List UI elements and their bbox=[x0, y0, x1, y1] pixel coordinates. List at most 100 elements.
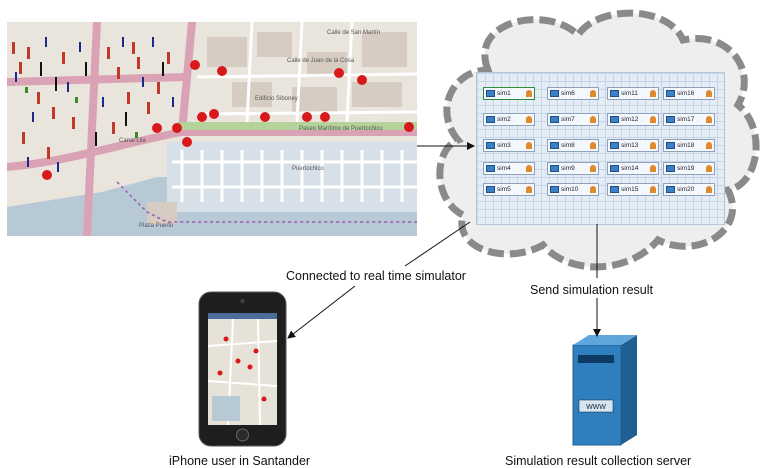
server-drive-slot bbox=[578, 355, 614, 363]
label-server: Simulation result collection server bbox=[505, 454, 692, 468]
monitor-icon bbox=[550, 165, 559, 172]
monitor-icon bbox=[610, 186, 619, 193]
user-icon bbox=[650, 116, 656, 123]
simulator-instance: sim9 bbox=[547, 162, 599, 175]
map-place-label-3: Plaza Puerto bbox=[139, 223, 174, 229]
user-icon bbox=[706, 142, 712, 149]
monitor-icon bbox=[610, 90, 619, 97]
monitor-icon bbox=[550, 186, 559, 193]
simulator-label: sim20 bbox=[677, 186, 695, 193]
phone-car-markers bbox=[217, 336, 267, 402]
simulator-instance: sim13 bbox=[607, 139, 659, 152]
monitor-icon bbox=[486, 116, 495, 123]
building-blocks bbox=[147, 32, 407, 224]
user-icon bbox=[706, 90, 712, 97]
user-icon bbox=[590, 142, 596, 149]
user-icon bbox=[650, 186, 656, 193]
map-place-label-2: Canal Lila bbox=[119, 138, 146, 144]
car-markers bbox=[42, 60, 414, 180]
monitor-icon bbox=[610, 165, 619, 172]
simulator-instance: sim2 bbox=[483, 113, 535, 126]
monitor-icon bbox=[666, 116, 675, 123]
iphone-device bbox=[198, 291, 287, 447]
monitor-icon bbox=[486, 186, 495, 193]
simulator-label: sim13 bbox=[621, 142, 639, 149]
simulator-instance: sim3 bbox=[483, 139, 535, 152]
line-cloud-to-label bbox=[404, 221, 471, 267]
monitor-icon bbox=[550, 116, 559, 123]
user-icon bbox=[590, 116, 596, 123]
simulator-instance: sim15 bbox=[607, 183, 659, 196]
server-side bbox=[621, 335, 637, 445]
user-icon bbox=[590, 165, 596, 172]
user-icon bbox=[526, 186, 532, 193]
map-street-label-2: Paseo Marítimo de Puertochico bbox=[299, 126, 383, 132]
simulator-instance: sim5 bbox=[483, 183, 535, 196]
simulator-label: sim9 bbox=[561, 165, 575, 172]
server-screen bbox=[578, 399, 614, 413]
port-area bbox=[167, 142, 417, 212]
simulator-label: sim5 bbox=[497, 186, 511, 193]
user-icon bbox=[706, 116, 712, 123]
phone-home-button bbox=[236, 428, 249, 442]
map-place-label: Edificio Siboney bbox=[255, 96, 298, 102]
simulator-label: sim15 bbox=[621, 186, 639, 193]
simulator-label: sim18 bbox=[677, 142, 695, 149]
user-icon bbox=[526, 116, 532, 123]
phone-camera bbox=[240, 299, 245, 303]
park-strip bbox=[177, 122, 417, 130]
monitor-icon bbox=[610, 116, 619, 123]
minor-streets bbox=[196, 22, 417, 123]
simulator-instance: sim7 bbox=[547, 113, 599, 126]
monitor-icon bbox=[486, 142, 495, 149]
user-icon bbox=[590, 90, 596, 97]
simulator-instance: sim20 bbox=[663, 183, 715, 196]
monitor-icon bbox=[550, 142, 559, 149]
simulator-instance: sim4 bbox=[483, 162, 535, 175]
simulator-label: sim11 bbox=[621, 90, 638, 97]
pier-lines bbox=[172, 150, 417, 202]
monitor-icon bbox=[486, 165, 495, 172]
simulator-grid-panel: sim1 sim2 sim3 sim4 sim5 sim6 sim7 sim8 sim9 sim1… bbox=[476, 72, 725, 225]
simulator-label: sim17 bbox=[677, 116, 695, 123]
simulator-label: sim10 bbox=[561, 186, 579, 193]
simulator-instance: sim8 bbox=[547, 139, 599, 152]
collection-server: WWW bbox=[571, 333, 643, 447]
user-icon bbox=[526, 90, 532, 97]
simulator-label: sim4 bbox=[497, 165, 511, 172]
map-canvas: Calle de Juan de la Cosa Paseo Marítimo … bbox=[7, 22, 417, 236]
monitor-icon bbox=[486, 90, 495, 97]
simulator-label: sim16 bbox=[677, 90, 695, 97]
user-icon bbox=[706, 186, 712, 193]
simulator-label: sim6 bbox=[561, 90, 575, 97]
simulator-label: sim7 bbox=[561, 116, 575, 123]
simulator-label: sim1 bbox=[497, 90, 511, 97]
user-icon bbox=[590, 186, 596, 193]
simulator-label: sim8 bbox=[561, 142, 575, 149]
santander-map: Calle de Juan de la Cosa Paseo Marítimo … bbox=[7, 22, 417, 236]
simulator-label: sim14 bbox=[621, 165, 639, 172]
main-roads bbox=[7, 22, 417, 236]
map-street-label: Calle de Juan de la Cosa bbox=[287, 58, 355, 64]
simulator-instance: sim10 bbox=[547, 183, 599, 196]
server-top bbox=[573, 335, 637, 345]
simulator-instance: sim14 bbox=[607, 162, 659, 175]
user-icon bbox=[650, 142, 656, 149]
simulator-instance: sim18 bbox=[663, 139, 715, 152]
simulator-label: sim19 bbox=[677, 165, 695, 172]
monitor-icon bbox=[666, 186, 675, 193]
monitor-icon bbox=[610, 142, 619, 149]
simulator-instance: sim11 bbox=[607, 87, 659, 100]
map-street-label-3: Puertochico bbox=[292, 166, 324, 172]
user-icon bbox=[650, 90, 656, 97]
simulator-instance: sim19 bbox=[663, 162, 715, 175]
simulator-instance: sim1 bbox=[483, 87, 535, 100]
user-icon bbox=[526, 165, 532, 172]
label-connected: Connected to real time simulator bbox=[286, 269, 466, 283]
monitor-icon bbox=[666, 142, 675, 149]
server-screen-text: WWW bbox=[586, 404, 606, 411]
label-iphone-user: iPhone user in Santander bbox=[169, 454, 311, 468]
monitor-icon bbox=[550, 90, 559, 97]
map-street-label-4: Calle de San Martín bbox=[327, 30, 380, 36]
